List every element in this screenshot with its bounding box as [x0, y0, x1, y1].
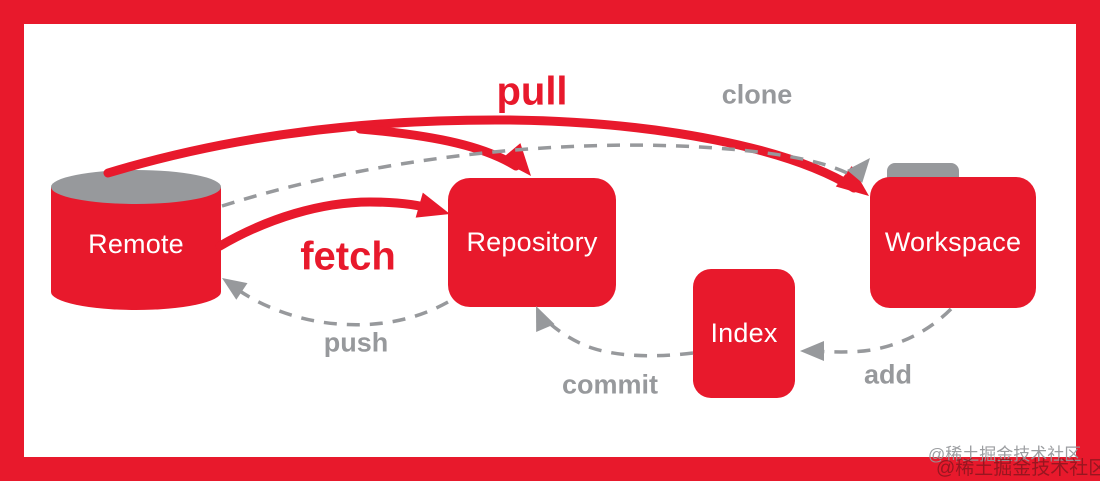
fetch-edge-label: fetch [300, 234, 396, 279]
remote-label: Remote [88, 229, 184, 259]
index-label: Index [710, 318, 778, 348]
commit-edge-label: commit [561, 369, 659, 400]
workspace-node: Workspace [870, 177, 1036, 308]
watermark-text-lower: @稀土掘金技术社区 [936, 458, 1100, 479]
index-node: Index [693, 269, 795, 398]
pull-edge-label: pull [496, 69, 568, 114]
workspace-label: Workspace [884, 227, 1022, 257]
push-edge-label: push [323, 327, 389, 358]
add-edge-label: add [863, 359, 913, 390]
remote-node: Remote [50, 168, 222, 318]
clone-edge-label: clone [721, 79, 793, 110]
watermark-text-upper: @稀土掘金技术社区 [928, 445, 1082, 464]
repository-node: Repository [448, 178, 616, 307]
repository-label: Repository [466, 227, 598, 257]
